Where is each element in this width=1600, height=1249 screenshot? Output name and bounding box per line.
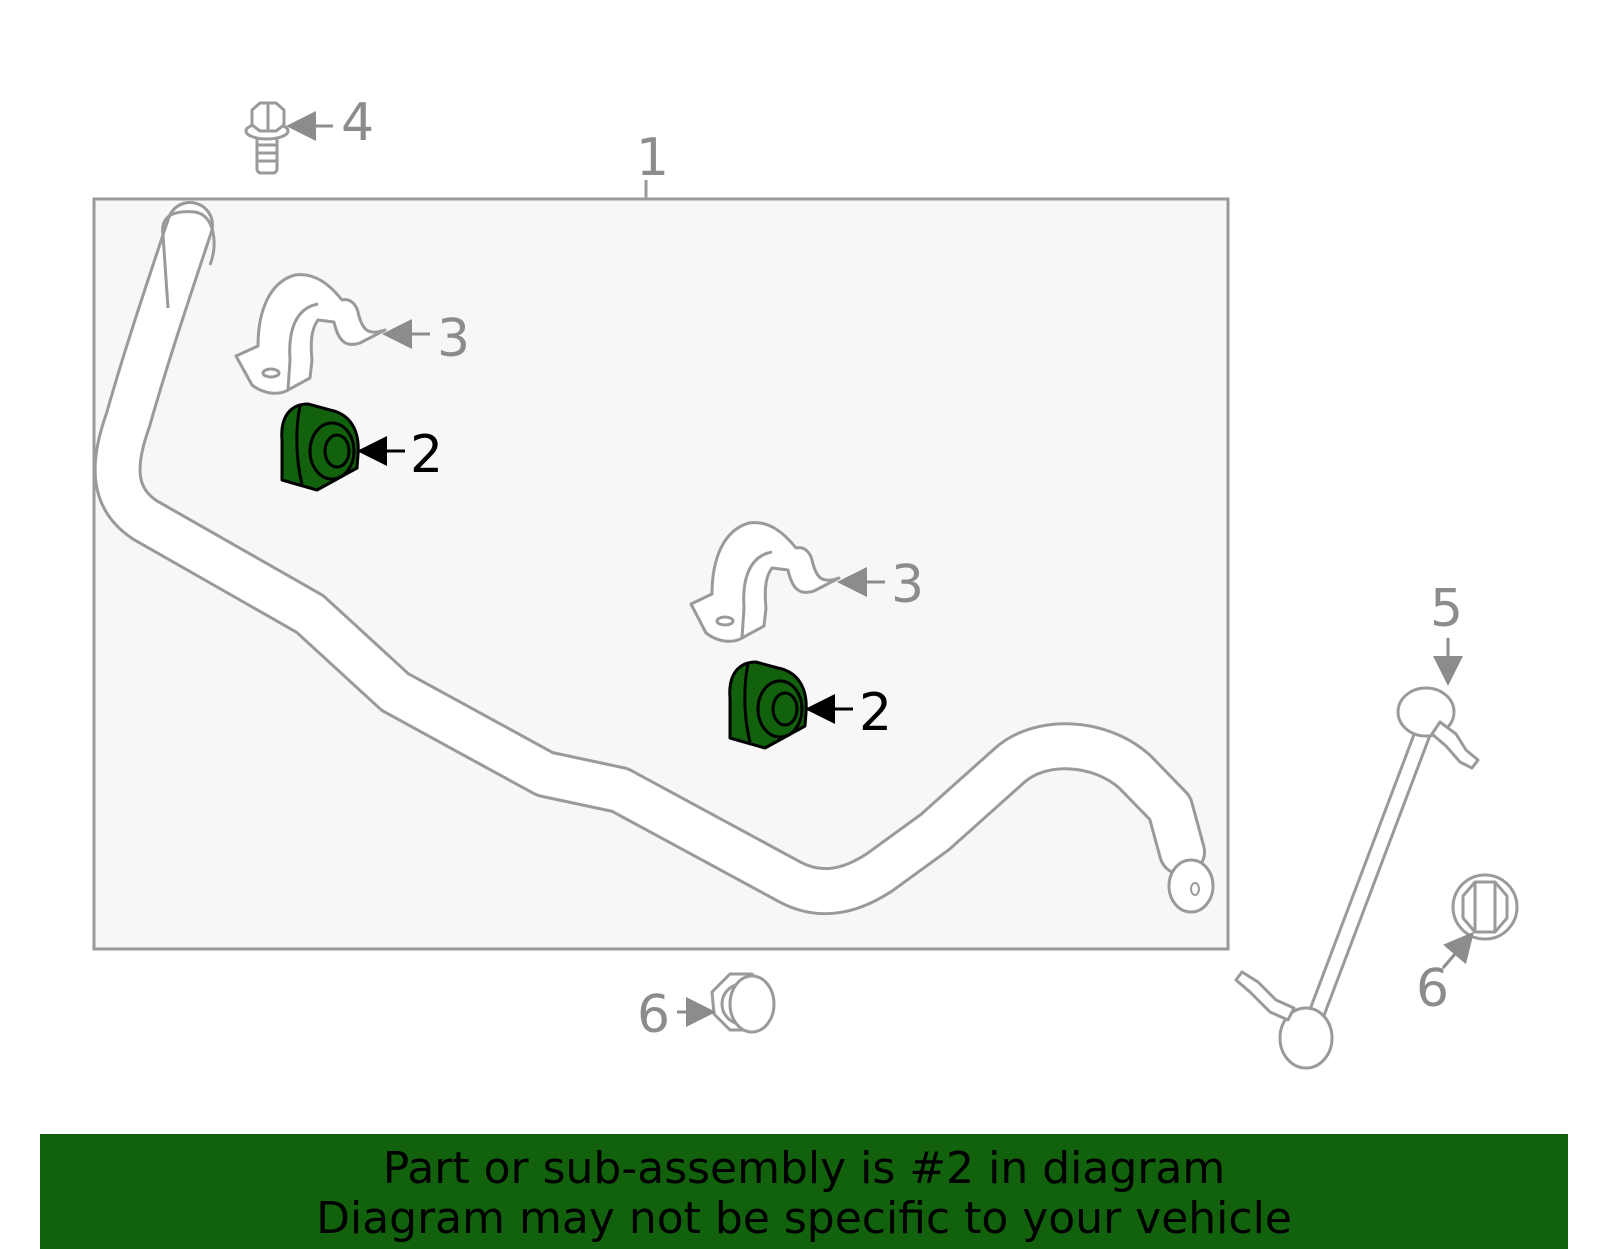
callout-6-center: 6 xyxy=(637,985,670,1045)
callout-1: 1 xyxy=(636,128,669,188)
bolt xyxy=(244,101,290,175)
callout-2-upper: 2 xyxy=(410,425,443,485)
bushing-upper xyxy=(280,402,360,492)
stabilizer-bar xyxy=(93,201,1215,916)
callout-6-right: 6 xyxy=(1416,959,1449,1019)
nut-center xyxy=(710,972,776,1034)
banner-line-1: Part or sub-assembly is #2 in diagram xyxy=(382,1143,1226,1194)
bushing-lower xyxy=(728,660,808,750)
nut-right xyxy=(1451,873,1519,941)
callout-2-lower: 2 xyxy=(859,683,892,743)
banner-line-2: Diagram may not be specific to your vehi… xyxy=(316,1193,1292,1244)
callout-6b-arrow xyxy=(1441,931,1474,969)
callout-4: 4 xyxy=(341,93,374,153)
bracket-upper xyxy=(234,273,387,395)
bracket-lower xyxy=(689,521,841,643)
callout-3-lower: 3 xyxy=(891,555,924,615)
info-banner: Part or sub-assembly is #2 in diagram Di… xyxy=(40,1134,1568,1249)
stabilizer-link xyxy=(1234,686,1480,1070)
callout-5: 5 xyxy=(1430,579,1463,639)
callout-3-upper: 3 xyxy=(437,309,470,369)
